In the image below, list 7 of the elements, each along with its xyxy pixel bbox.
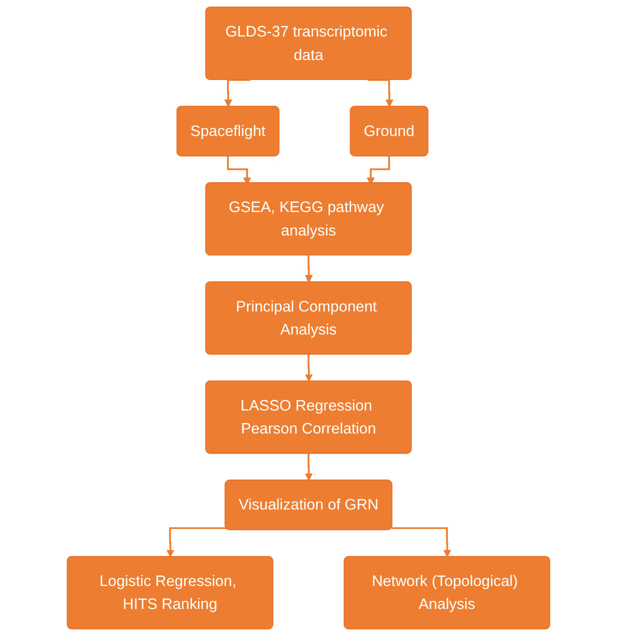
arrow [304, 254, 313, 283]
arrow [304, 354, 313, 382]
arrow [392, 527, 452, 558]
arrow [304, 452, 313, 481]
arrow [368, 79, 394, 108]
arrow [166, 527, 226, 558]
arrow [224, 79, 250, 108]
